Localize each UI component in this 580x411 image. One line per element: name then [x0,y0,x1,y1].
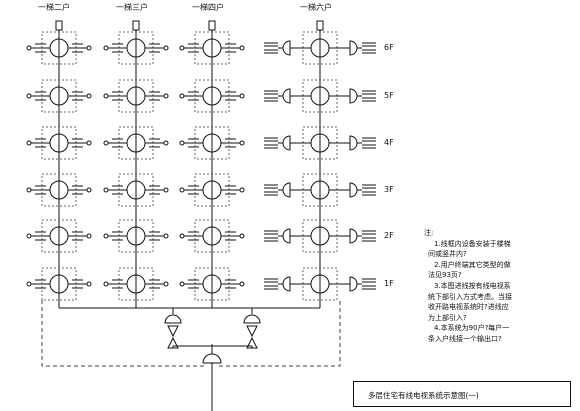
amplifier-icon [246,325,258,338]
note-line: 统下部引入方式考虑。当接 [428,292,512,301]
terminator-icon [55,20,63,31]
title-box: 多层住宅有线电视系统示意图(一) [353,381,571,407]
column-label-1: 一梯二户 [38,3,70,12]
floor-label-3f: 3F [384,185,394,194]
outlet-icon [163,93,169,99]
tap-icon [349,40,358,56]
tap-icon [282,135,291,151]
column-label-4: 一梯六户 [300,3,332,12]
outlet-icon [179,45,185,51]
tap-icon [349,135,358,151]
outlet-icon [179,233,185,239]
floor-label-5f: 5F [384,91,394,100]
tap-icon [349,88,358,104]
outlet-icon [163,187,169,193]
outlet-icon [86,93,92,99]
outlet-icon [103,45,109,51]
outlet-icon [26,187,32,193]
note-line: 间或竖井内? [428,250,467,259]
outlet-icon [163,233,169,239]
notes-heading: 注: [424,229,434,237]
terminator-icon [316,20,324,31]
tap-icon [349,228,358,244]
outlet-icon [86,233,92,239]
outlet-icon [103,187,109,193]
tap-icon [282,228,291,244]
outlet-icon [86,281,92,287]
outlet-icon [26,45,32,51]
tap-icon [282,276,291,292]
note-line: 条入户线接一个输出口? [428,334,502,343]
note-line: 2.用户终端其它类型的做 [434,260,511,269]
outlet-icon [103,233,109,239]
tap-icon [349,276,358,292]
outlet-icon [26,93,32,99]
enclosure-boundary [41,300,205,367]
column-label-3: 一梯四户 [192,3,224,12]
outlet-icon [26,281,32,287]
distributor-icon [243,314,261,324]
note-line: 4.本系统为90户?每户一 [434,324,510,333]
outlet-icon [163,45,169,51]
outlet-icon [179,187,185,193]
outlet-icon [239,187,245,193]
note-line: 收开路电视系统时?进线应 [428,303,509,312]
notes-block: 注: 1.线框内设备安装于楼梯 间或竖井内? 2.用户终端其它类型的做 法见93… [424,228,524,345]
floor-label-1f: 1F [384,279,394,288]
note-line: 1.线框内设备安装于楼梯 [434,239,511,248]
outlet-icon [239,45,245,51]
tap-icon [282,182,291,198]
amplifier-icon [167,325,179,338]
distributor-icon [164,314,182,324]
floor-label-2f: 2F [384,231,394,240]
outlet-icon [163,281,169,287]
diagram-title: 多层住宅有线电视系统示意图(一) [368,391,479,400]
outlet-icon [26,140,32,146]
note-line: 3.本图进线按有线电视系 [434,281,511,290]
outlet-icon [86,45,92,51]
outlet-icon [179,281,185,287]
outlet-icon [163,140,169,146]
outlet-icon [179,93,185,99]
note-line: 法见93页? [428,271,462,280]
outlet-icon [239,281,245,287]
tap-icon [349,182,358,198]
outlet-icon [26,233,32,239]
terminator-icon [208,20,216,31]
outlet-icon [103,281,109,287]
tap-icon [282,40,291,56]
outlet-icon [103,93,109,99]
floor-label-4f: 4F [384,138,394,147]
terminator-icon [132,20,140,31]
column-label-2: 一梯三户 [116,3,148,12]
outlet-icon [103,140,109,146]
outlet-icon [239,140,245,146]
tap-icon [282,88,291,104]
outlet-icon [86,187,92,193]
main-distributor-icon [202,353,222,364]
outlet-icon [239,93,245,99]
outlet-icon [86,140,92,146]
floor-label-6f: 6F [384,43,394,52]
note-line: 为上部引入? [428,313,467,322]
outlet-icon [179,140,185,146]
enclosure-boundary [219,300,341,367]
outlet-icon [239,233,245,239]
